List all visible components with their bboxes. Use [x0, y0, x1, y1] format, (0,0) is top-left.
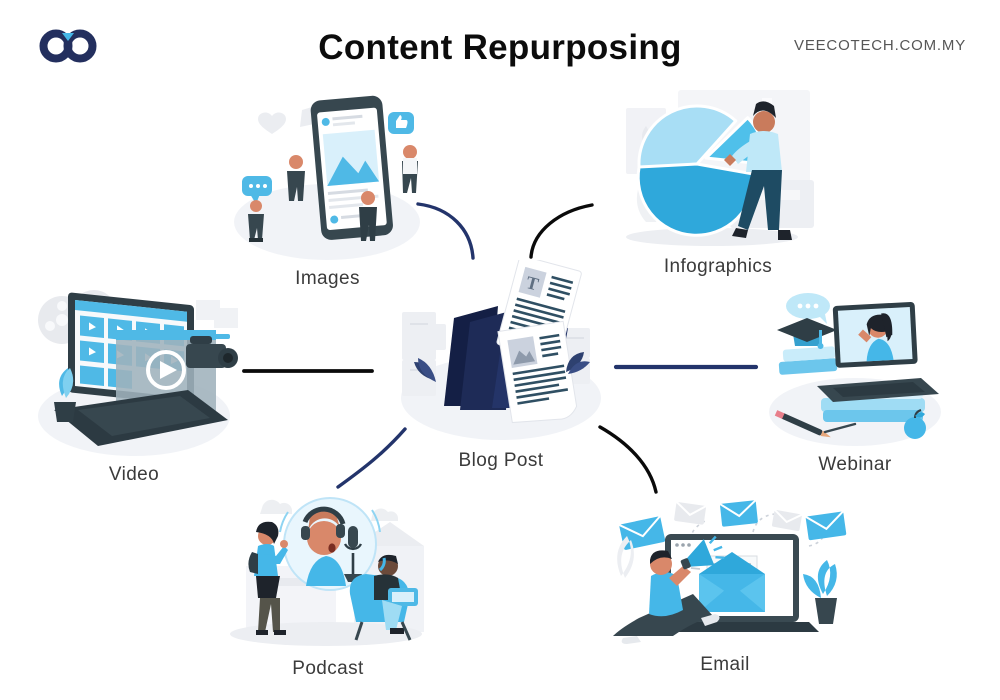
page-title: Content Repurposing [318, 28, 682, 67]
node-images: Images [220, 90, 435, 290]
infinity-logo [36, 24, 104, 68]
podcast-host-microphone-illustration [230, 497, 424, 646]
email-megaphone-laptop-illustration [613, 499, 847, 644]
label-email: Email [700, 654, 750, 675]
node-webinar: Webinar [763, 290, 947, 476]
svg-text:T: T [524, 272, 541, 294]
node-email: Email [603, 498, 847, 676]
laptop-video-player-illustration [38, 290, 238, 456]
label-infographics: Infographics [663, 256, 773, 277]
label-podcast: Podcast [292, 658, 364, 679]
website-watermark: VEECOTECH.COM.MY [794, 37, 966, 54]
label-webinar: Webinar [818, 454, 892, 475]
label-blog-post: Blog Post [458, 450, 544, 471]
man-with-pie-chart-illustration [626, 90, 814, 246]
label-images: Images [295, 268, 360, 289]
laptop-presenter-books-illustration [769, 293, 941, 446]
blog-post-documents-illustration: T [401, 260, 601, 440]
node-video: Video [28, 278, 240, 486]
label-video: Video [108, 464, 160, 485]
social-images-phone-illustration [234, 95, 420, 260]
node-blog-post: T [388, 260, 614, 472]
infinity-logo-icon [39, 29, 97, 63]
node-infographics: Infographics [612, 82, 824, 278]
connector-center-to-infographics [529, 203, 594, 259]
node-podcast: Podcast [222, 482, 434, 680]
